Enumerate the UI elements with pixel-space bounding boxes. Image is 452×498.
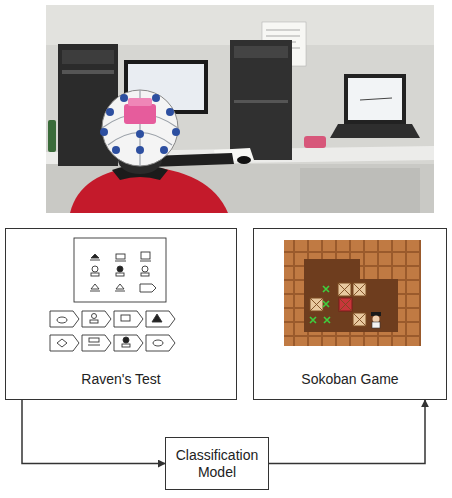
- lab-photo: [46, 5, 434, 213]
- sokoban-board: [284, 240, 421, 346]
- flow-arrow: [22, 400, 165, 464]
- panel-box: Raven's Test: [5, 228, 237, 400]
- raven-matrix: [74, 238, 166, 302]
- flow-arrow: [269, 400, 425, 464]
- box-label: Raven's Test: [81, 371, 160, 388]
- box-label: Sokoban Game: [301, 371, 398, 388]
- raven-options: [50, 311, 175, 351]
- process-box: Classification Model: [165, 437, 269, 490]
- panel-box: Sokoban Game: [253, 228, 447, 400]
- box-label: Classification Model: [172, 447, 262, 481]
